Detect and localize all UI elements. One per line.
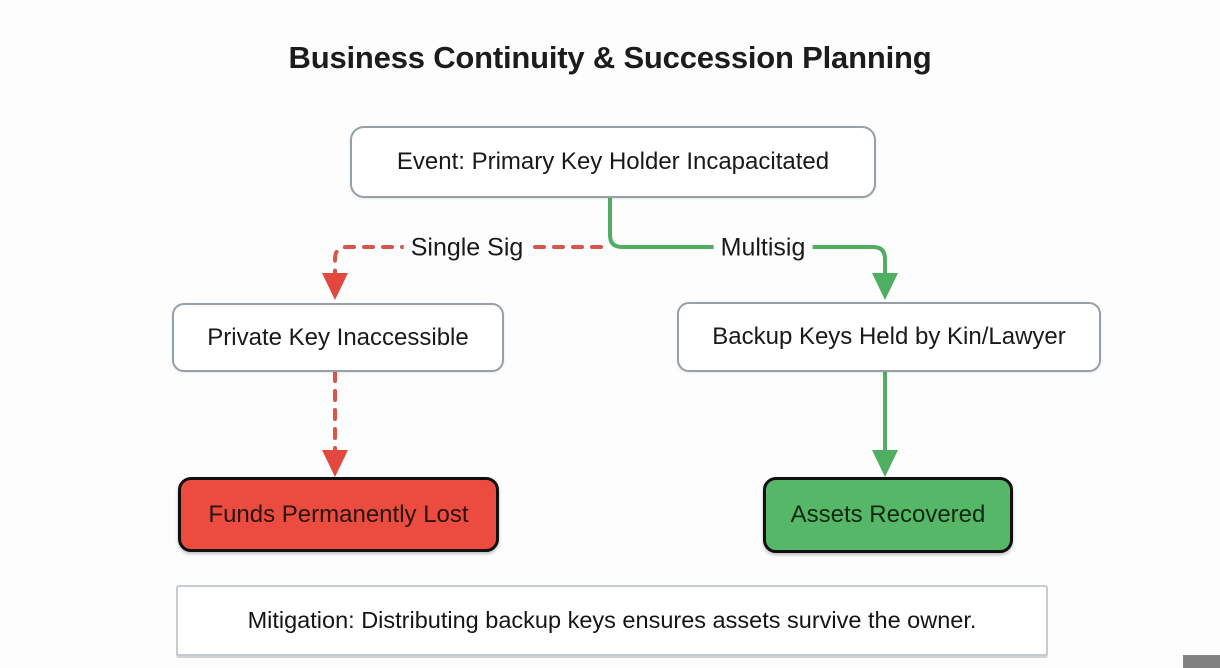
private-key-node: Private Key Inaccessible xyxy=(172,303,504,372)
assets-recovered-node-label: Assets Recovered xyxy=(790,501,986,528)
backup-keys-node: Backup Keys Held by Kin/Lawyer xyxy=(677,302,1101,372)
mitigation-banner-label: Mitigation: Distributing backup keys ens… xyxy=(247,607,977,633)
event-node: Event: Primary Key Holder Incapacitated xyxy=(350,126,876,198)
private-key-node-label: Private Key Inaccessible xyxy=(207,323,469,351)
funds-lost-node: Funds Permanently Lost xyxy=(178,477,499,552)
event-node-label: Event: Primary Key Holder Incapacitated xyxy=(396,148,830,175)
page-title: Business Continuity & Succession Plannin… xyxy=(288,40,932,75)
single-sig-arrowhead-icon xyxy=(322,273,348,300)
backup-keys-node-label: Backup Keys Held by Kin/Lawyer xyxy=(712,323,1066,350)
multisig-arrowhead-icon xyxy=(872,273,898,300)
single-sig-edge-label: Single Sig xyxy=(403,233,531,263)
assets-recovered-node: Assets Recovered xyxy=(763,477,1013,553)
loss-arrowhead-icon xyxy=(322,450,348,477)
mitigation-banner: Mitigation: Distributing backup keys ens… xyxy=(176,585,1048,656)
funds-lost-node-label: Funds Permanently Lost xyxy=(208,500,469,528)
corner-gray-marker xyxy=(1183,655,1220,668)
recovery-arrowhead-icon xyxy=(872,450,898,477)
multisig-edge-label: Multisig xyxy=(713,233,813,263)
